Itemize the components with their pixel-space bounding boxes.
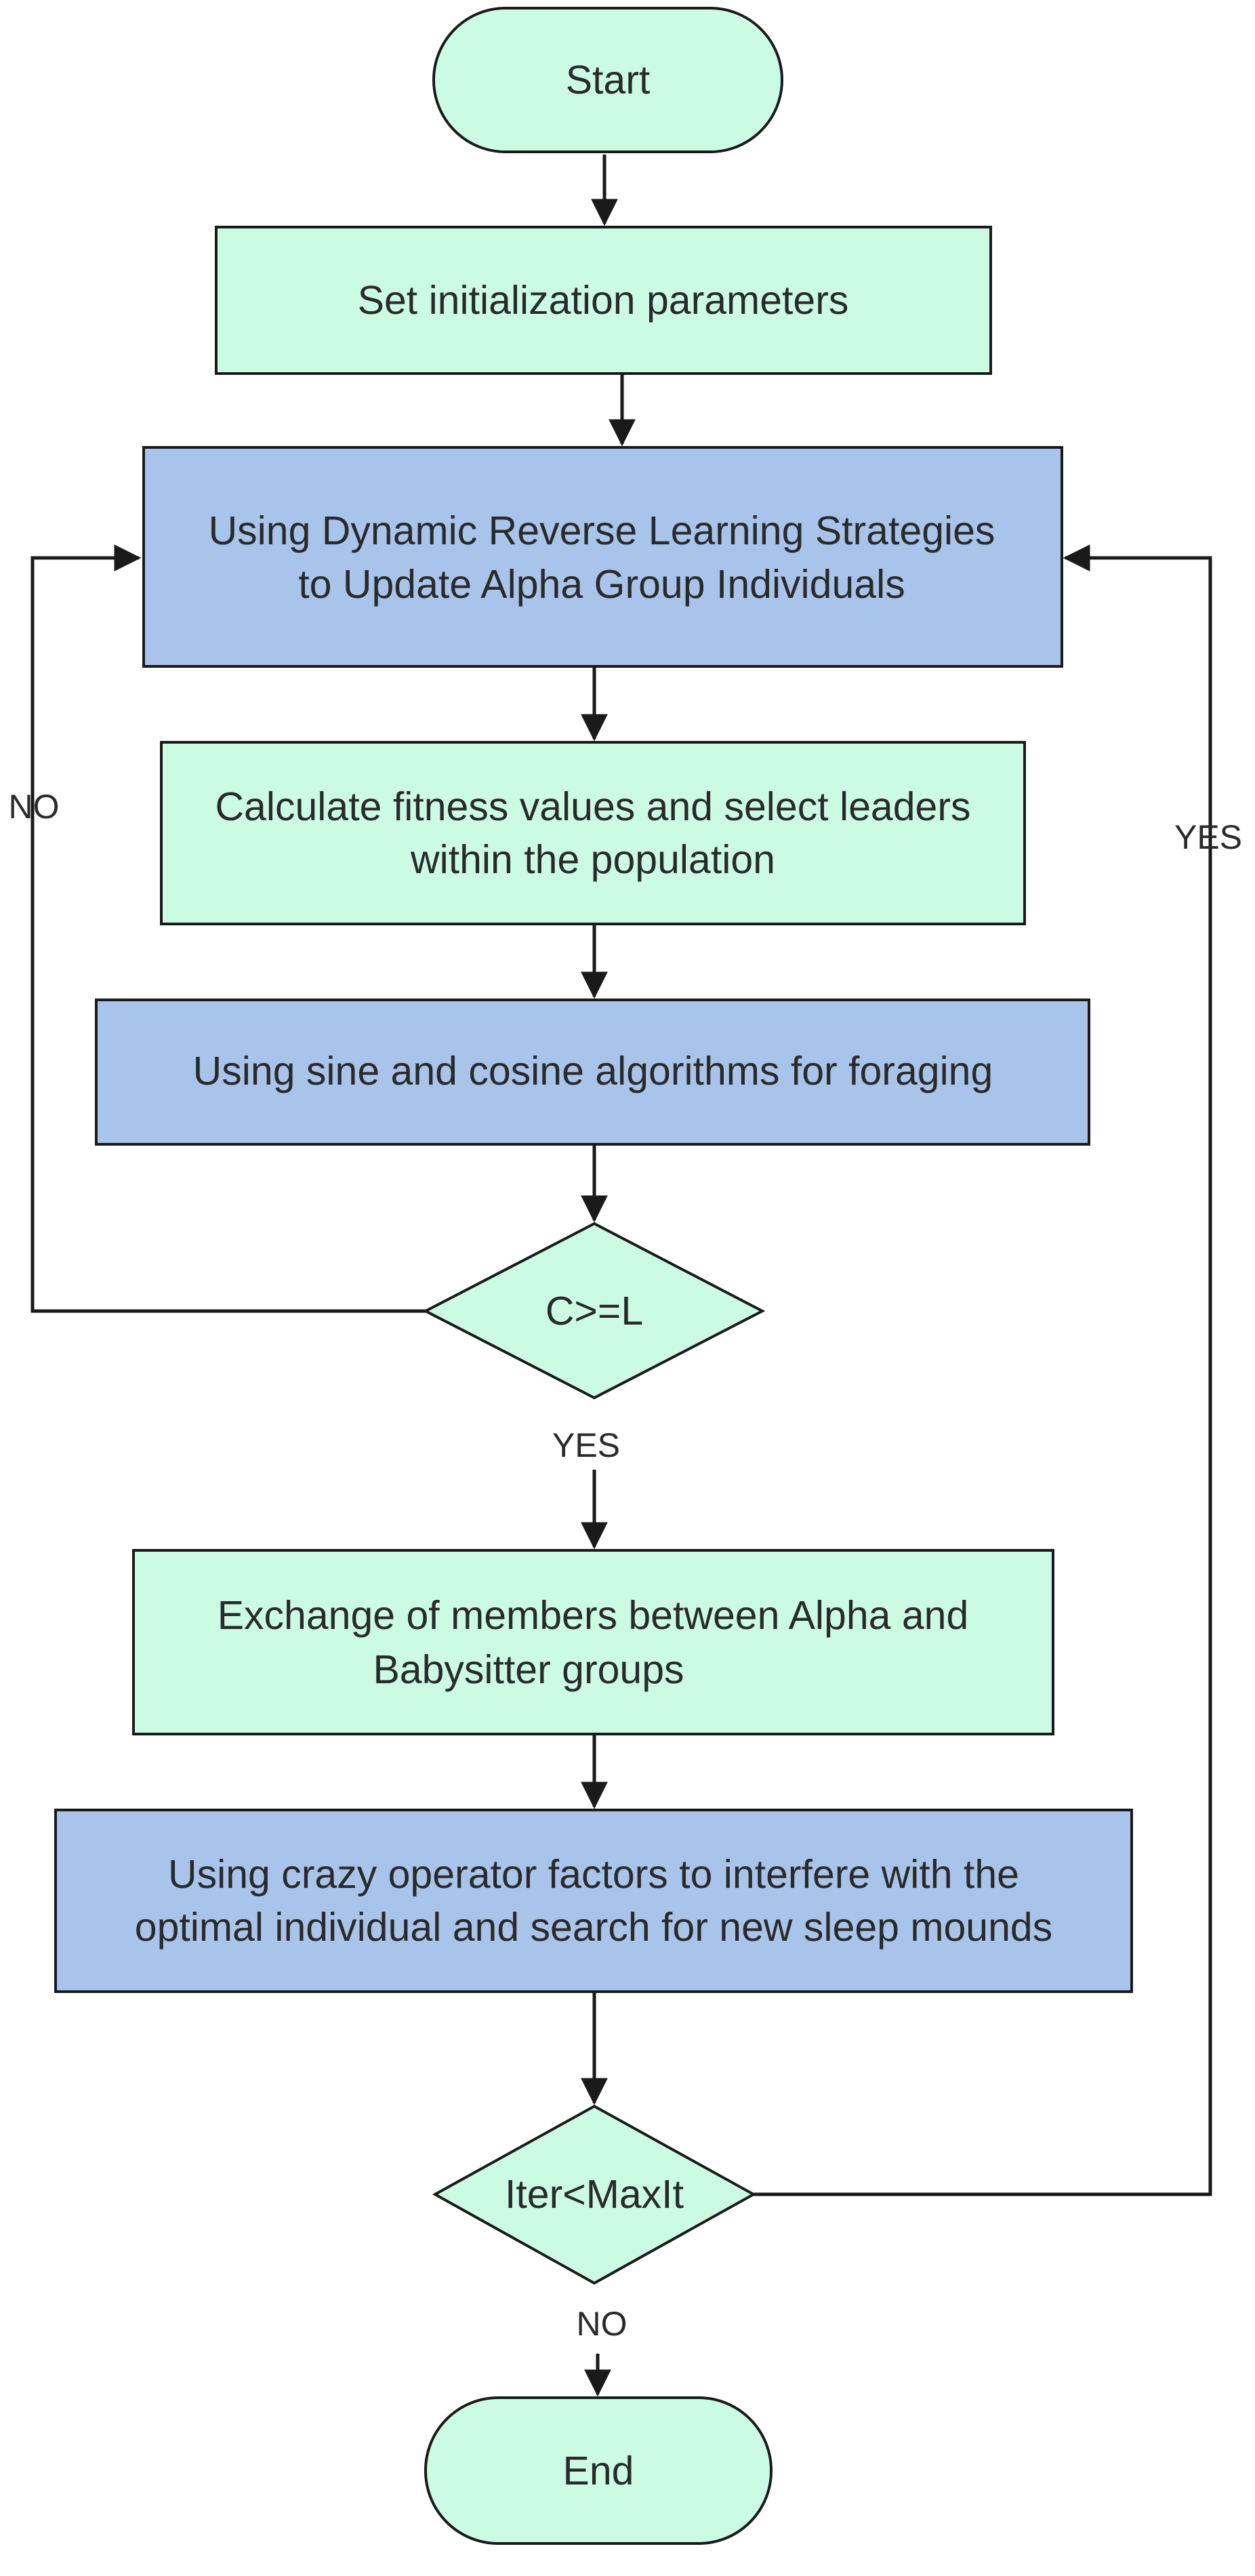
drl-label-line2: to Update Alpha Group Individuals <box>298 562 905 607</box>
cond2-no-label: NO <box>577 2305 628 2343</box>
crazy-label-line1: Using crazy operator factors to interfer… <box>168 1852 1019 1897</box>
exchange-label-line1: Exchange of members between Alpha and <box>218 1593 969 1638</box>
fitness-process <box>160 741 1026 925</box>
cond1-yes-label: YES <box>552 1426 620 1464</box>
exchange-process <box>132 1549 1054 1735</box>
crazy-process <box>54 1809 1133 1993</box>
edge-cond2-yes-loop <box>754 544 1212 2196</box>
end-label: End <box>563 2449 634 2493</box>
end-terminal <box>424 2396 773 2545</box>
init-label: Set initialization parameters <box>358 278 849 323</box>
init-process <box>215 226 992 375</box>
sca-process <box>95 999 1090 1146</box>
drl-process <box>142 446 1063 668</box>
drl-label-line1: Using Dynamic Reverse Learning Strategie… <box>209 508 995 553</box>
cond2-decision <box>432 2104 757 2285</box>
edge-cond1-no-loop <box>30 544 426 1313</box>
fitness-label-line1: Calculate fitness values and select lead… <box>215 784 970 829</box>
start-terminal <box>432 7 783 153</box>
cond1-label: C>=L <box>546 1289 643 1333</box>
crazy-label-line2: optimal individual and search for new sl… <box>135 1905 1053 1950</box>
cond1-no-label: NO <box>9 788 60 826</box>
start-label: Start <box>566 58 651 102</box>
sca-label: Using sine and cosine algorithms for for… <box>193 1049 993 1093</box>
fitness-label-line2: within the population <box>410 837 775 882</box>
exchange-label-line2: Babysitter groups <box>373 1647 684 1692</box>
cond1-decision <box>422 1222 766 1400</box>
cond2-label: Iter<MaxIt <box>505 2172 684 2217</box>
cond2-yes-label: YES <box>1174 818 1242 856</box>
